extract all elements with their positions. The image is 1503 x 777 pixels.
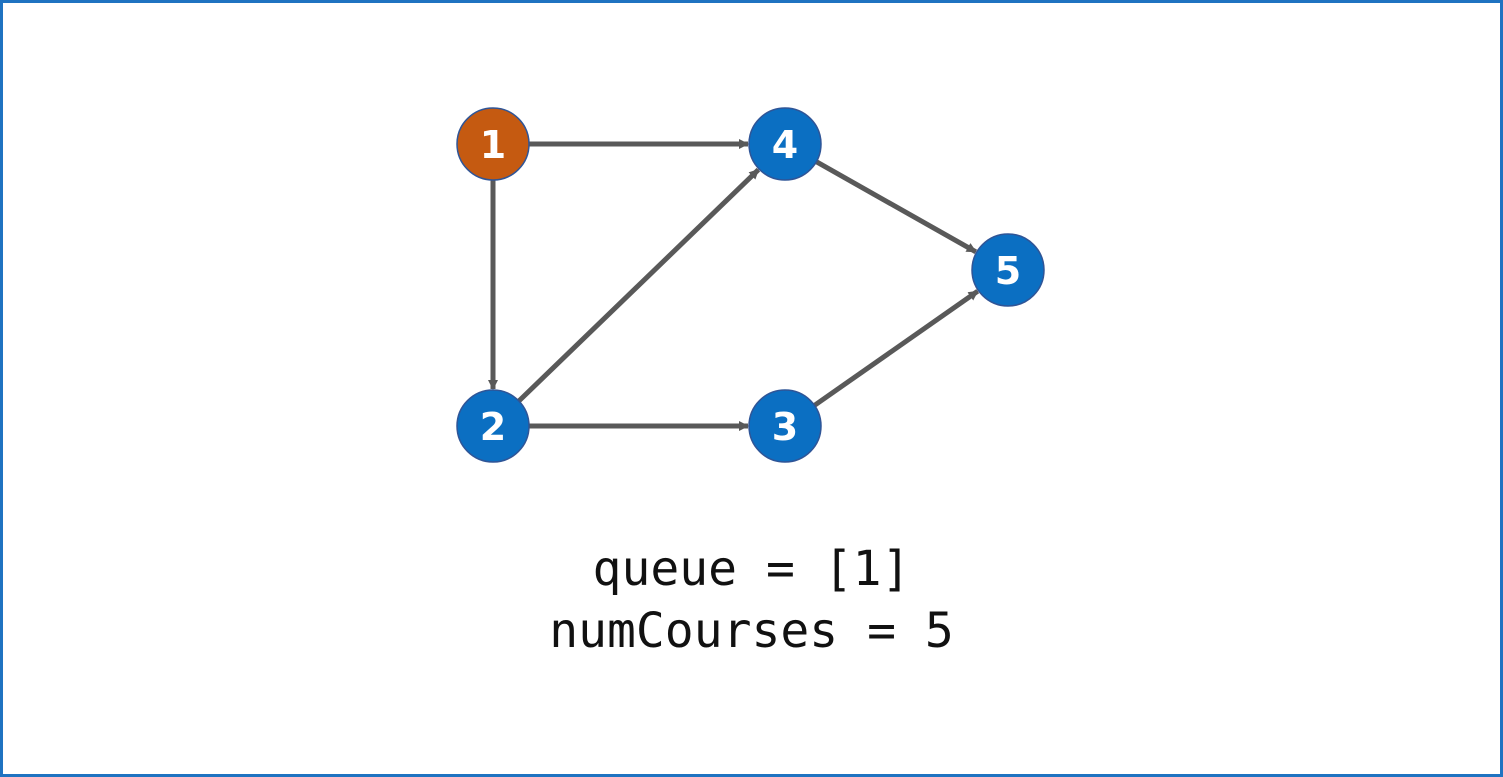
node-label-3: 3 bbox=[772, 405, 798, 449]
node-4: 4 bbox=[748, 107, 822, 181]
edge-3-to-5 bbox=[813, 289, 980, 408]
node-label-4: 4 bbox=[772, 123, 798, 167]
queue-readout: queue = [1] bbox=[592, 541, 911, 597]
edge-4-to-5 bbox=[815, 159, 978, 254]
node-circle-4 bbox=[748, 107, 822, 181]
node-label-1: 1 bbox=[480, 123, 506, 167]
nodes-layer: 1 2 3 4 5 bbox=[456, 107, 1045, 463]
node-circle-5 bbox=[971, 233, 1045, 307]
node-circle-3 bbox=[748, 389, 822, 463]
edges-layer bbox=[488, 139, 980, 431]
caption: queue = [1] numCourses = 5 bbox=[0, 538, 1503, 662]
node-circle-1 bbox=[456, 107, 530, 181]
edge-2-to-4 bbox=[517, 167, 761, 403]
node-2: 2 bbox=[456, 389, 530, 463]
node-3: 3 bbox=[748, 389, 822, 463]
node-1: 1 bbox=[456, 107, 530, 181]
node-label-2: 2 bbox=[480, 405, 506, 449]
num-courses-readout: numCourses = 5 bbox=[549, 603, 954, 659]
node-label-5: 5 bbox=[995, 249, 1021, 293]
node-circle-2 bbox=[456, 389, 530, 463]
node-5: 5 bbox=[971, 233, 1045, 307]
